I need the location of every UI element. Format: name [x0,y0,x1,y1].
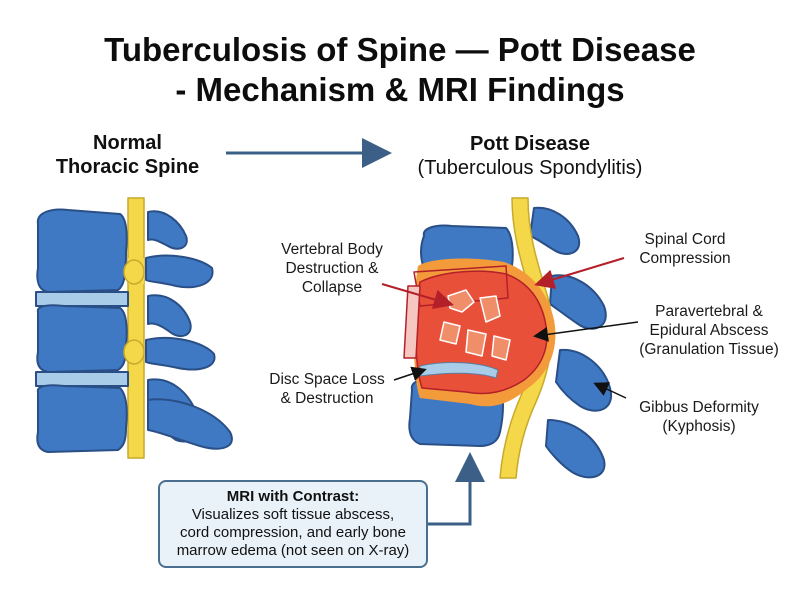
mri-connector-arrow [428,452,485,526]
vertebral-body-line-1: Vertebral Body [281,241,383,258]
pott-spinous-process-3 [555,348,613,412]
spinal-cord-arrow [534,257,625,289]
normal-spine [35,197,233,459]
pott-spinous-process-4 [545,419,606,479]
normal-spinal-cord [127,197,145,459]
mri-line-3: marrow edema (not seen on X-ray) [176,542,410,559]
pott-heading: Pott Disease [469,133,591,155]
abscess-label: Paravertebral & Epidural Abscess (Granul… [628,302,790,359]
gibbus-arrow [593,382,627,399]
normal-heading-line-2: Thoracic Spine [55,156,200,178]
vertebral-body-line-2: Destruction & [285,260,379,277]
vertebral-body-arrow [381,283,454,310]
disc-space-line-1: Disc Space Loss [269,371,385,388]
normal-heading-line-1: Normal [93,132,162,154]
pott-subheading: (Tuberculous Spondylitis) [417,157,643,179]
normal-pedicle-3 [147,398,233,450]
gibbus-line-1: Gibbus Deformity [639,399,759,416]
mri-title: MRI with Contrast: [226,488,360,505]
normal-vertebral-body-2 [36,304,128,373]
gibbus-label: Gibbus Deformity (Kyphosis) [624,398,774,436]
disc-space-line-2: & Destruction [280,390,374,407]
normal-pedicle-1 [145,254,214,289]
mri-line-2: cord compression, and early bone [180,524,406,541]
spinal-cord-line-1: Spinal Cord [644,231,726,248]
normal-pedicle-2 [145,336,216,371]
vertebral-body-line-3: Collapse [301,279,363,296]
normal-vertebral-body-1 [36,208,128,293]
abscess-line-1: Paravertebral & [655,303,763,320]
normal-spinous-process-1 [147,210,188,250]
normal-disc-1 [35,291,129,307]
normal-vertebral-body-3 [36,384,128,453]
pott-spinous-process-2 [549,274,607,330]
gibbus-line-2: (Kyphosis) [662,418,736,435]
pott-vertebral-body-top [420,224,514,269]
normal-canal-2 [123,339,145,365]
normal-disc-2 [35,371,129,387]
page-title: Tuberculosis of Spine — Pott Disease - M… [0,30,800,110]
abscess-line-2: Epidural Abscess [649,322,769,339]
disc-remnant [419,362,499,379]
disc-space-arrow [393,366,427,381]
pott-spine [403,197,613,479]
normal-spine-heading: Normal Thoracic Spine [40,131,215,179]
spinal-cord-label: Spinal Cord Compression [620,230,750,268]
abscess-line-3: (Granulation Tissue) [639,341,779,358]
mri-info-box: MRI with Contrast: Visualizes soft tissu… [158,480,428,568]
disc-space-label: Disc Space Loss & Destruction [262,370,392,408]
mri-line-1: Visualizes soft tissue abscess, [191,506,395,523]
title-line-1: Tuberculosis of Spine — Pott Disease [104,31,696,68]
normal-canal-1 [123,259,145,285]
vertebral-body-label: Vertebral Body Destruction & Collapse [262,240,402,297]
pott-spinous-process-1 [529,206,581,255]
abscess-arrow [533,321,639,342]
title-line-2: - Mechanism & MRI Findings [175,71,625,108]
bone-fragments [439,289,511,361]
normal-spinous-process-2 [147,294,192,338]
spinal-cord-line-2: Compression [639,250,731,267]
